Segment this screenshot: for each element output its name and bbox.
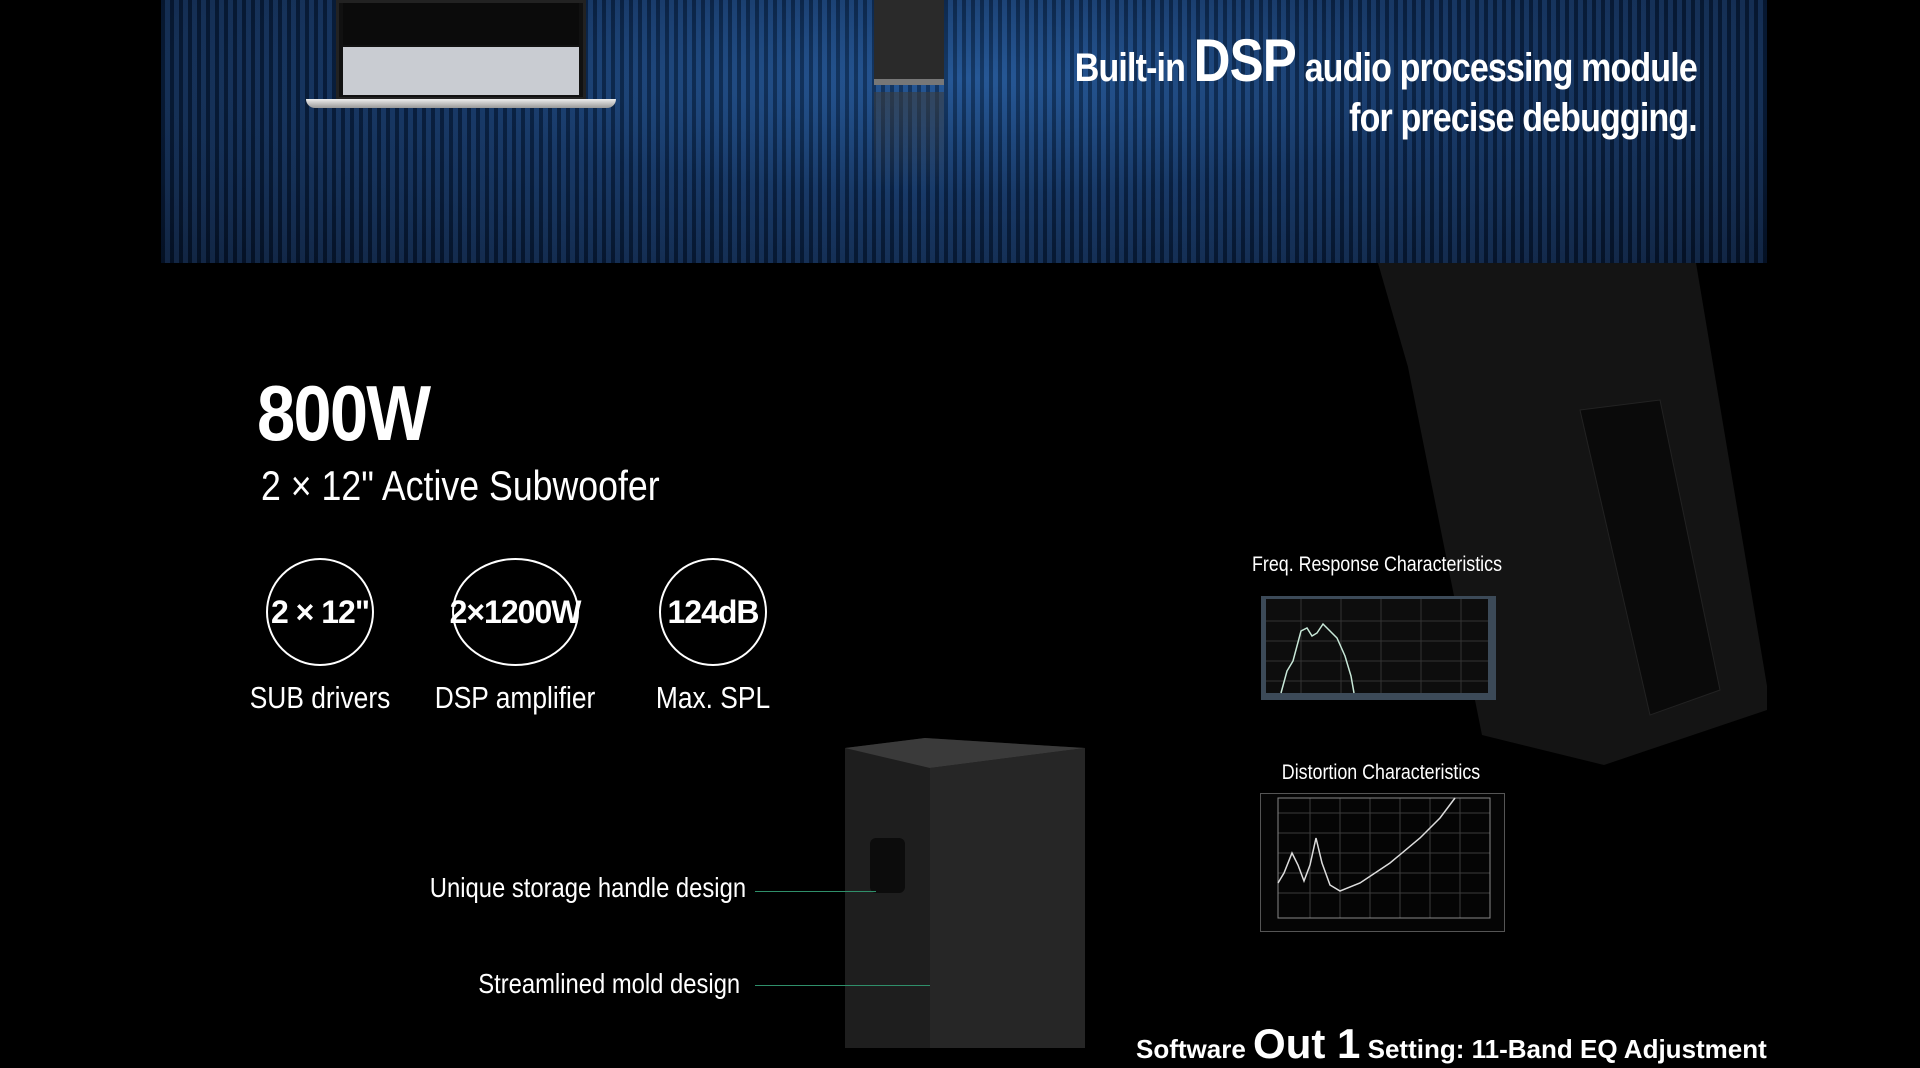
banner-headline: Built-in DSP audio processing module for…	[1074, 27, 1698, 141]
freq-caption: Freq. Response Characteristics	[1251, 553, 1503, 576]
spec-drivers: 2 × 12" SUB drivers	[220, 558, 420, 716]
distortion-caption: Distortion Characteristics	[1281, 761, 1481, 784]
product-subtitle: 2 × 12" Active Subwoofer	[261, 462, 660, 509]
callout-handle: Unique storage handle design	[429, 872, 746, 903]
laptop-image	[306, 0, 616, 110]
callout-mold: Streamlined mold design	[478, 968, 740, 999]
software-setting-heading: Software Out 1 Setting: 11-Band EQ Adjus…	[1136, 1020, 1767, 1067]
dsp-banner: Built-in DSP audio processing module for…	[161, 0, 1767, 263]
product-title: 800W	[257, 369, 431, 457]
callout-line-handle	[755, 891, 876, 892]
callout-line-mold	[755, 985, 930, 986]
subwoofer-front-image	[845, 738, 1085, 1048]
speaker-image	[874, 0, 944, 85]
distortion-graph	[1260, 793, 1505, 932]
spec-spl: 124dB Max. SPL	[613, 558, 813, 716]
freq-response-graph	[1261, 596, 1496, 700]
spec-amplifier: 2×1200W DSP amplifier	[415, 558, 615, 716]
